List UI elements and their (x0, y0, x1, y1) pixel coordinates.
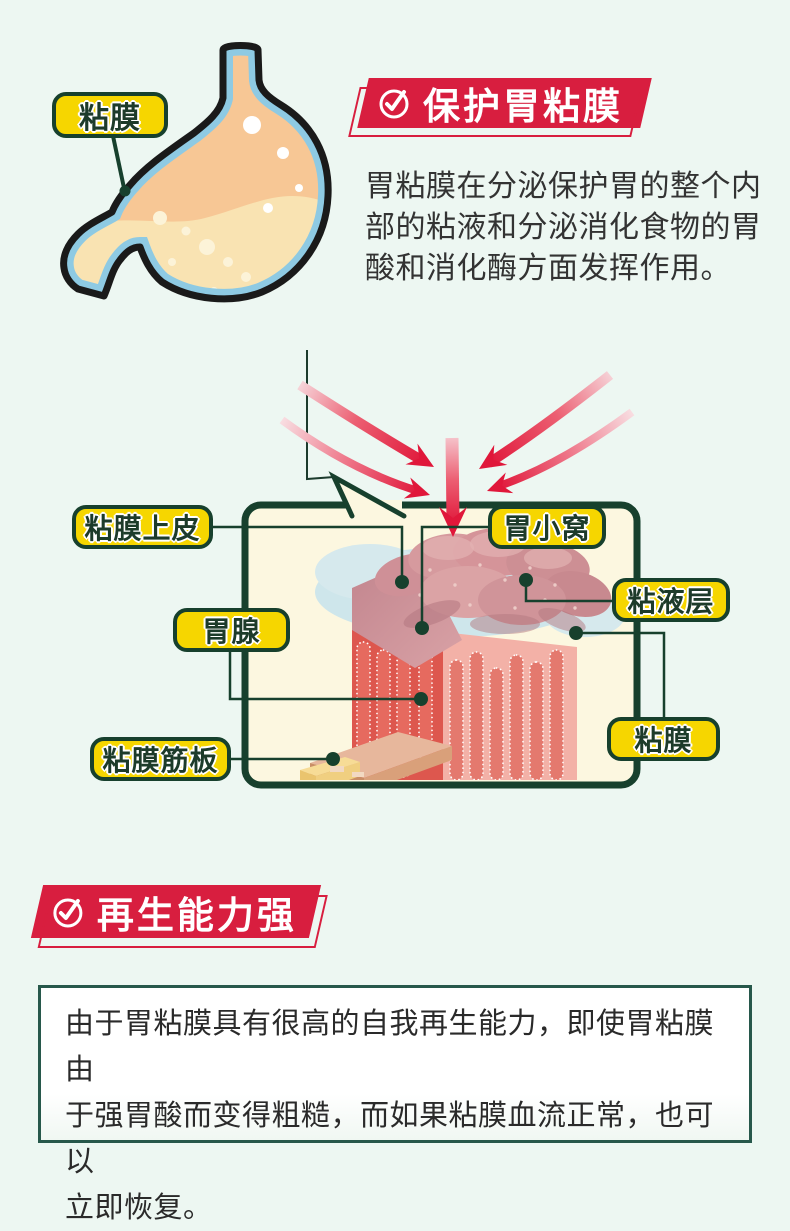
stomach-label-line (111, 135, 126, 189)
note-line: 由于胃粘膜具有很高的自我再生能力，即使胃粘膜由 (65, 1008, 715, 1086)
check-icon (377, 86, 411, 120)
stomach-illustration (60, 42, 332, 303)
zoom-connector-line (306, 350, 335, 481)
tag-mucosa: 粘膜 (607, 717, 720, 761)
regeneration-note-box: 由于胃粘膜具有很高的自我再生能力，即使胃粘膜由 于强胃酸而变得粗糙，而如果粘膜血… (38, 985, 752, 1224)
stomach-bubbles (243, 116, 303, 213)
zoom-box-tail (328, 471, 407, 519)
gastric-glands-left (356, 641, 433, 778)
section-title-protect: 保护胃粘膜 (423, 86, 623, 127)
tag-gastric-pit: 胃小窝 (488, 505, 606, 549)
paragraph-line: 部的粘液和分泌消化食物的胃 (365, 211, 762, 244)
section-title-regeneration: 再生能力强 (97, 894, 297, 936)
protect-paragraph: 胃粘膜在分泌保护胃的整个内 部的粘液和分泌消化食物的胃 酸和消化酶方面发挥作用。 (365, 166, 785, 289)
note-line: 立即恢复。 (65, 1192, 213, 1224)
stomach-label-dot (119, 185, 131, 197)
paragraph-line: 酸和消化酶方面发挥作用。 (365, 252, 731, 285)
paragraph-line: 胃粘膜在分泌保护胃的整个内 (365, 170, 762, 203)
gastric-glands-front (449, 649, 564, 780)
tag-muscularis: 粘膜筋板 (90, 737, 231, 781)
check-icon (51, 895, 85, 929)
note-line: 于强胃酸而变得粗糙，而如果粘膜血流正常，也可以 (65, 1100, 715, 1178)
anchor-dots (326, 573, 583, 766)
tag-epithelium: 粘膜上皮 (72, 505, 213, 549)
banner-protect: 保护胃粘膜 (357, 78, 652, 128)
stomach-mucosa-tag: 粘膜 (52, 92, 168, 138)
infographic-page: { "stomach": { "label": "粘膜" }, "section… (0, 0, 790, 1186)
muscularis-base (300, 732, 452, 780)
tag-gastric-gland: 胃腺 (173, 608, 290, 652)
tag-mucus-layer: 粘液层 (612, 578, 730, 622)
banner-regeneration: 再生能力强 (30, 885, 322, 938)
